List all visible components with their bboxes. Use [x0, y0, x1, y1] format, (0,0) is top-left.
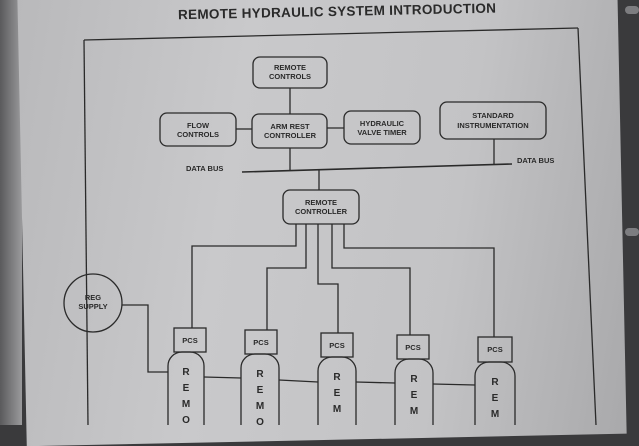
frame-left: [83, 39, 89, 425]
timer-label-2: VALVE TIMER: [357, 128, 407, 137]
reg-supply-label-1: REG: [85, 293, 101, 302]
flow-controls-label-2: CONTROLS: [177, 130, 219, 139]
valve4-letter-3: M: [410, 406, 418, 417]
remote-valve-1: [167, 351, 205, 425]
pcs-label-3: PCS: [329, 341, 344, 350]
pcs-label-5: PCS: [487, 345, 502, 354]
instrumentation-label-2: INSTRUMENTATION: [457, 121, 528, 130]
arm-rest-controller-box: [251, 113, 328, 149]
supply-line: [122, 304, 168, 373]
instrumentation-label-1: STANDARD: [472, 111, 514, 120]
reg-supply-circle: [63, 273, 123, 333]
binder-ring-top: [625, 6, 639, 14]
remote-valve-4: [394, 358, 434, 425]
valve3-letter-1: R: [333, 372, 341, 383]
pcs-label-4: PCS: [405, 343, 420, 352]
valve3-letter-3: M: [333, 404, 341, 415]
remote-controller-box: [282, 189, 360, 225]
remote-controls-box: [252, 56, 328, 89]
data-bus-right-label: DATA BUS: [517, 156, 554, 165]
wire-pcs-2: [266, 224, 307, 330]
valve1-letter-4: O: [182, 415, 190, 425]
flow-controls-label-1: FLOW: [187, 121, 210, 130]
standard-instrumentation-box: [439, 101, 547, 140]
pcs-label-2: PCS: [253, 338, 268, 347]
chain-2: [278, 379, 319, 383]
chain-4: [432, 383, 476, 386]
remote-controls-label-2: CONTROLS: [269, 72, 311, 81]
valve5-letter-3: M: [491, 409, 499, 420]
valve4-letter-2: E: [411, 390, 418, 401]
arm-rest-label-1: ARM REST: [270, 122, 310, 131]
chain-3: [355, 381, 396, 384]
frame-right: [577, 27, 597, 425]
valve2-letter-1: R: [256, 369, 264, 380]
valve4-letter-1: R: [410, 374, 418, 385]
wire-pcs-4: [331, 224, 411, 335]
remote-valve-5: [474, 361, 516, 425]
binder-ring-bottom: [625, 228, 639, 236]
remote-valve-3: [317, 356, 357, 425]
remote-controller-label-1: REMOTE: [305, 198, 337, 207]
remote-controller-label-2: CONTROLLER: [295, 207, 348, 216]
hydraulic-diagram: REMOTE CONTROLS FLOW CONTROLS ARM REST C…: [63, 27, 597, 425]
hydraulic-valve-timer-box: [343, 110, 421, 145]
valve3-letter-2: E: [334, 388, 341, 399]
valve1-letter-2: E: [183, 383, 190, 394]
data-bus-left-label: DATA BUS: [186, 164, 223, 173]
valve1-letter-1: R: [182, 367, 190, 378]
valve2-letter-4: O: [256, 417, 264, 425]
timer-label-1: HYDRAULIC: [360, 119, 405, 128]
binder-edge: [0, 0, 22, 425]
remote-valve-2: [240, 353, 280, 425]
wire-pcs-1: [191, 224, 297, 328]
valve5-letter-1: R: [491, 377, 499, 388]
frame-top: [83, 27, 579, 41]
chain-1: [203, 376, 242, 379]
valve5-letter-2: E: [492, 393, 499, 404]
flow-controls-box: [159, 112, 237, 147]
pcs-label-1: PCS: [182, 336, 197, 345]
data-bus-line: [241, 163, 513, 173]
arm-rest-label-2: CONTROLLER: [264, 131, 317, 140]
reg-supply-label-2: SUPPLY: [78, 302, 107, 311]
valve1-letter-3: M: [182, 399, 190, 410]
wire-pcs-5: [343, 224, 495, 337]
remote-controls-label-1: REMOTE: [274, 63, 306, 72]
wire-pcs-3: [317, 224, 339, 333]
valve2-letter-2: E: [257, 385, 264, 396]
valve2-letter-3: M: [256, 401, 264, 412]
